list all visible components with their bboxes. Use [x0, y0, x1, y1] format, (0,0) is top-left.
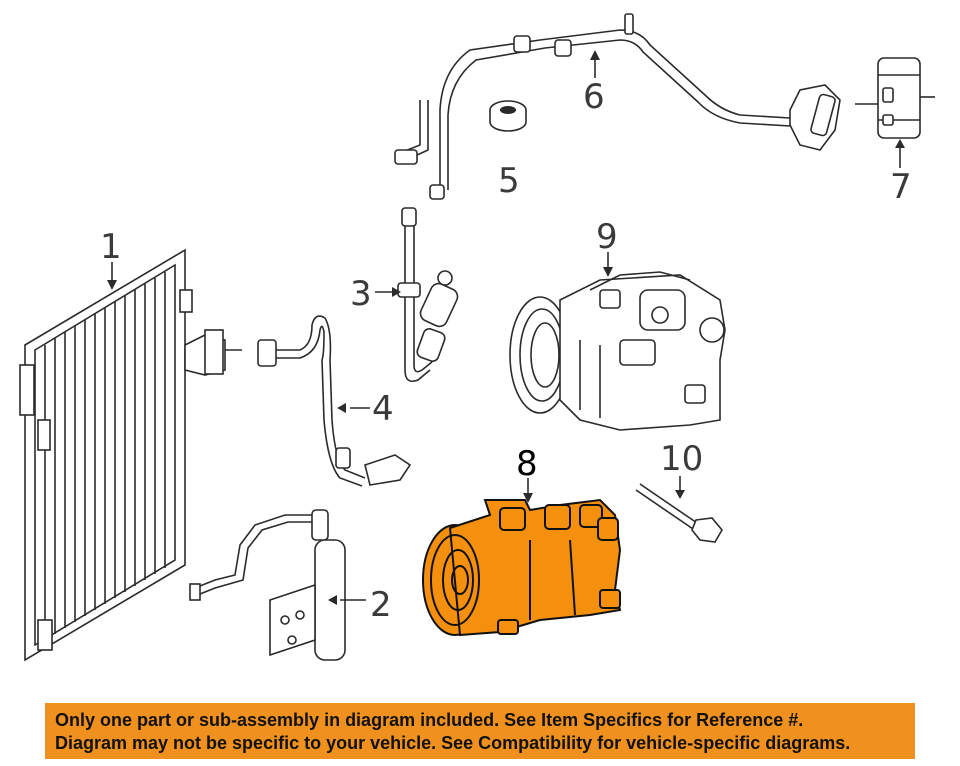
callout-4: 4	[372, 389, 394, 429]
callout-6: 6	[583, 77, 605, 117]
disclaimer-banner: Only one part or sub-assembly in diagram…	[45, 703, 915, 759]
compressor-outline-part	[509, 271, 726, 431]
disclaimer-line-1: Only one part or sub-assembly in diagram…	[55, 710, 804, 730]
callout-3: 3	[350, 274, 372, 314]
callout-5: 5	[498, 161, 520, 201]
liquid-line-part	[394, 13, 841, 200]
suction-hose-part	[397, 207, 459, 383]
disclaimer-line-2: Diagram may not be specific to your vehi…	[55, 733, 851, 753]
compressor-highlighted-part	[422, 498, 622, 637]
leader-arrows	[107, 50, 905, 605]
bolt-part	[635, 483, 723, 543]
callout-1: 1	[100, 227, 122, 267]
callout-10: 10	[660, 439, 703, 479]
callout-7: 7	[890, 167, 912, 207]
condenser-part	[19, 248, 242, 662]
discharge-hose-part	[257, 315, 412, 487]
callout-8: 8	[516, 444, 538, 484]
callout-2: 2	[370, 585, 392, 625]
callout-9: 9	[596, 217, 618, 257]
parts-diagram: 1 2 3 4 5 6 7 8 9 10	[19, 13, 935, 662]
receiver-drier-part	[189, 509, 346, 661]
expansion-valve-part	[855, 57, 935, 139]
seal-washer-part	[489, 100, 527, 132]
